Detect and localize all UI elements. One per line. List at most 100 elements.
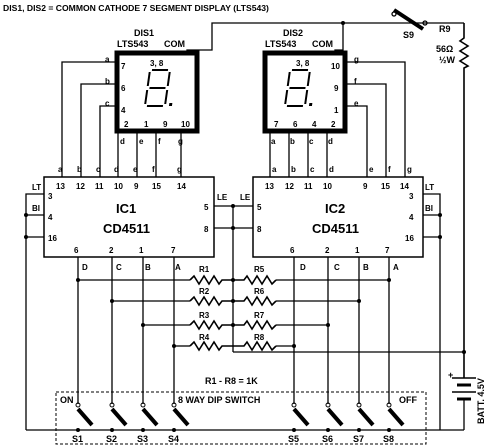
ic1-top-label-a: a	[58, 165, 63, 174]
ic1-pin-14: 14	[177, 182, 186, 191]
ic1-name: IC1	[116, 201, 136, 216]
switch-s3	[140, 402, 159, 432]
ic2-top-label-f: f	[388, 165, 391, 174]
ic2-pin-9: 9	[363, 182, 368, 191]
ic2-label-B: B	[363, 263, 369, 272]
dis2-pin-9: 9	[334, 84, 339, 93]
dip-switch-outline	[55, 391, 427, 445]
ic1-pin-11: 11	[95, 182, 104, 191]
dis2-seg-c: c	[309, 137, 314, 146]
ic2-pin-10: 10	[323, 182, 332, 191]
ic2-pin-16: 16	[405, 234, 414, 243]
ic2-top-label-g: g	[407, 165, 412, 174]
ic2-pin-15: 15	[381, 182, 390, 191]
dis2-seg-e: e	[354, 99, 359, 108]
dis2-seg-f: f	[354, 77, 357, 86]
dis2-seg-d: d	[328, 137, 333, 146]
dis1-seg-a: a	[105, 55, 110, 64]
dis2-pin-2: 2	[331, 120, 336, 129]
ic2-top-label-d: d	[329, 165, 334, 174]
dis1-seg-c: c	[105, 99, 110, 108]
ic2-top-label-a: a	[272, 165, 277, 174]
switch-s7-label: S7	[353, 434, 364, 444]
switch-s2-label: S2	[106, 434, 117, 444]
ic2-top-label-c: c	[310, 165, 315, 174]
ic2: IC2 CD4511 a b c d e f g 13 12 11 10 9 1…	[240, 165, 434, 272]
switch-s5-label: S5	[288, 434, 299, 444]
dis2-pin-4: 4	[312, 120, 317, 129]
dis2-pin-7: 7	[274, 120, 279, 129]
dip-switch: 8 WAY DIP SWITCH ON OFF	[26, 391, 464, 445]
dis1-body	[114, 50, 200, 134]
ic1-pin-12: 12	[76, 182, 85, 191]
ic2-part: CD4511	[312, 221, 359, 236]
ic1-pin-10: 10	[114, 182, 123, 191]
switch-s5	[291, 402, 310, 432]
ic2-le-label: LE	[240, 193, 251, 202]
bcd-wiring	[76, 257, 391, 404]
switch-s4-label: S4	[168, 434, 179, 444]
dis2-part: LTS543	[265, 39, 296, 49]
dis1-seg-f: f	[158, 137, 161, 146]
switch-s2	[109, 402, 128, 432]
display-dis2: DIS2 LTS543 COM 3, 8 10 9 1 g f e 7 6 4 …	[262, 28, 359, 146]
r7-label: R7	[254, 311, 265, 320]
ic1: IC1 CD4511 a b c d e f g 13 12 11 10 9 1…	[32, 165, 228, 272]
ic2-top-label-b: b	[291, 165, 296, 174]
ic1-pin-8: 8	[204, 225, 209, 234]
switch-s9: S9	[391, 8, 428, 40]
dis2-com-label: COM	[312, 39, 333, 49]
ic1-pin-9: 9	[134, 182, 139, 191]
dis1-pin-4: 4	[121, 106, 126, 115]
ic2-pin-6: 6	[290, 246, 295, 255]
dis1-pin-1: 1	[144, 120, 149, 129]
ic2-label-A: A	[393, 263, 399, 272]
dip-off-label: OFF	[399, 395, 417, 405]
switch-s4	[171, 402, 190, 432]
ic1-pin-2: 2	[109, 246, 114, 255]
dis2-name: DIS2	[283, 28, 303, 38]
ic1-pin-7: 7	[171, 246, 176, 255]
ic1-top-label-e: e	[133, 165, 138, 174]
display-wiring	[61, 21, 432, 177]
switch-s8-label: S8	[383, 434, 394, 444]
ic2-pin-3: 3	[409, 192, 414, 201]
switch-s6	[325, 402, 344, 432]
header-title: DIS1, DIS2 = COMMON CATHODE 7 SEGMENT DI…	[3, 3, 269, 13]
ic1-top-label-c: c	[96, 165, 101, 174]
switch-s8	[386, 402, 405, 432]
ic-side-wiring	[24, 193, 466, 430]
ic2-label-D: D	[300, 263, 306, 272]
dis2-top-pins: 3, 8	[296, 59, 310, 68]
dis1-seg-b: b	[105, 77, 110, 86]
ic1-pin-3: 3	[48, 192, 53, 201]
ic1-pin-6: 6	[74, 246, 79, 255]
switch-s1-label: S1	[72, 434, 83, 444]
ic1-body	[43, 176, 215, 258]
ic1-label-D: D	[82, 263, 88, 272]
dis1-pin-10: 10	[181, 120, 190, 129]
r1-label: R1	[199, 265, 210, 274]
ic1-label-C: C	[116, 263, 122, 272]
dis1-part: LTS543	[117, 39, 148, 49]
ic2-pin-2: 2	[325, 246, 330, 255]
r5-label: R5	[254, 265, 265, 274]
ic2-label-C: C	[334, 263, 340, 272]
ic2-pin-7: 7	[385, 246, 390, 255]
dis1-com-label: COM	[164, 39, 185, 49]
dis1-top-pins: 3, 8	[150, 59, 164, 68]
switch-s7	[356, 402, 375, 432]
battery-label: BATT. 4.5V	[476, 378, 486, 424]
ic1-le-label: LE	[217, 193, 228, 202]
ic2-pin-12: 12	[285, 182, 294, 191]
ic1-pin-5: 5	[204, 203, 209, 212]
switch-s3-label: S3	[137, 434, 148, 444]
ic2-pin-11: 11	[304, 182, 313, 191]
dis1-seg-e: e	[139, 137, 144, 146]
ic1-pin-4: 4	[48, 213, 53, 222]
r2-label: R2	[199, 287, 210, 296]
dis1-pin-6: 6	[121, 84, 126, 93]
ic1-top-label-g: g	[177, 165, 182, 174]
ic2-bi-label: BI	[425, 204, 433, 213]
r9-resistor	[458, 23, 470, 378]
